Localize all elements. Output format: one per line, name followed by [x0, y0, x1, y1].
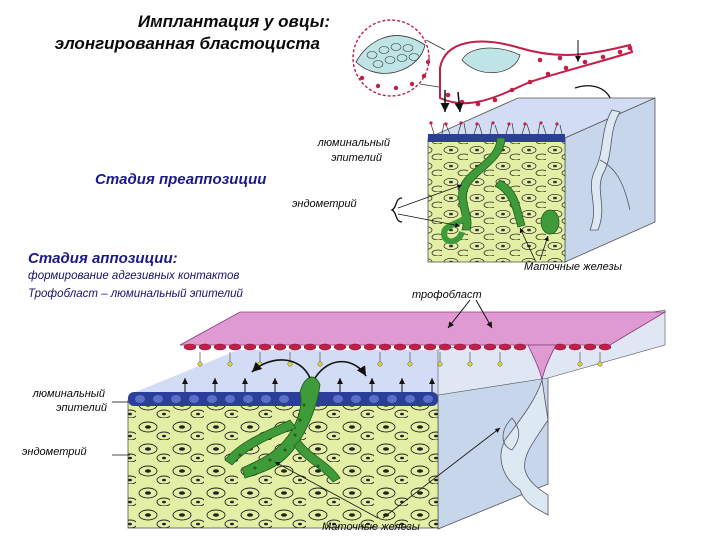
apposition-luminal-label-1: люминальный	[33, 388, 105, 400]
preapposition-luminal-label-2: эпителий	[331, 152, 382, 164]
apposition-endometrium-label: эндометрий	[22, 446, 87, 458]
apposition-desc-line1: формирование адгезивных контактов	[28, 270, 239, 282]
blastocyst-zoom-circle	[353, 20, 430, 96]
preapposition-glands-label: Маточные железы	[524, 261, 622, 273]
preapposition-block	[428, 98, 655, 262]
apposition-stage-label: Стадия аппозиции:	[28, 250, 178, 267]
diagram-title-line1: Имплантация у овцы:	[138, 12, 330, 32]
preapposition-luminal-label-1: люминальный	[318, 137, 390, 149]
elongated-blastocyst	[440, 42, 632, 107]
preapposition-stage-label: Стадия преаппозиции	[95, 171, 266, 188]
apposition-luminal-label-2: эпителий	[56, 402, 107, 414]
apposition-trophoblast-label: трофобласт	[412, 289, 482, 301]
apposition-desc-line2: Трофобласт – люминальный эпителий	[28, 288, 243, 300]
apposition-glands-label: Маточные железы	[322, 521, 420, 533]
diagram-title-line2: элонгированная бластоциста	[55, 34, 320, 54]
preapposition-endometrium-label: эндометрий	[292, 198, 357, 210]
apposition-block	[128, 310, 665, 529]
